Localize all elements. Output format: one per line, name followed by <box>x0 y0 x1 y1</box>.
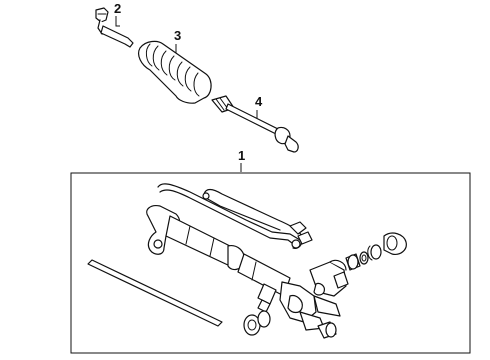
callout-1-label: 1 <box>238 148 245 163</box>
rack-bar <box>87 259 223 327</box>
callout-4-label: 4 <box>255 94 263 109</box>
mount-bushings <box>243 310 271 336</box>
rack-housing <box>146 205 341 331</box>
callout-2-label: 2 <box>114 1 121 16</box>
pinion-seal <box>317 321 337 339</box>
rack-boot <box>138 40 212 104</box>
callout-3-label: 3 <box>174 28 181 43</box>
valve-housing <box>309 259 349 297</box>
hydraulic-lines <box>157 183 313 249</box>
inner-tie-rod <box>211 95 299 153</box>
seal-kit <box>345 232 407 271</box>
outer-tie-rod-end <box>95 7 134 48</box>
assembly-box <box>70 172 471 354</box>
